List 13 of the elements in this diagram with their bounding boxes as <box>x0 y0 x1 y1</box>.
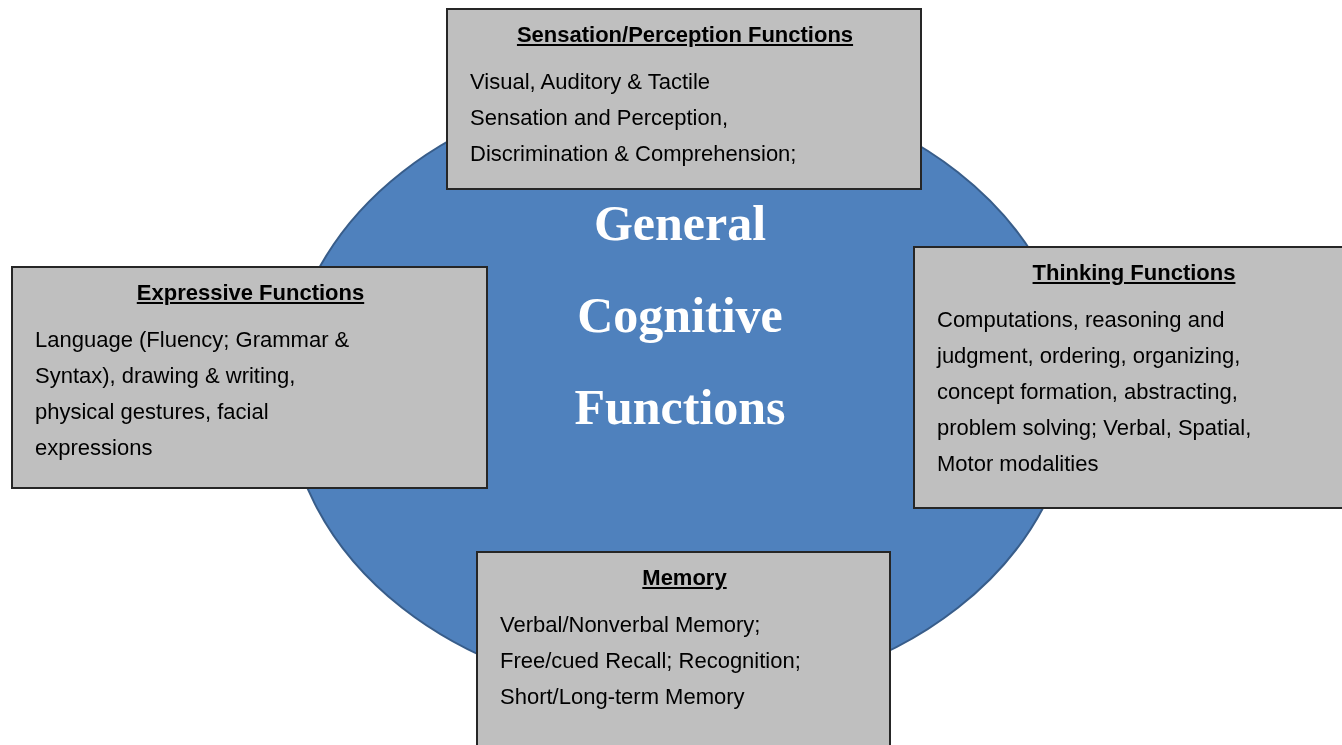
center-title: General Cognitive Functions <box>573 194 787 437</box>
box-text: Verbal/Nonverbal Memory; Free/cued Recall; Recognition; Short/Long-term Memory <box>500 611 802 711</box>
box-text: Visual, Auditory & Tactile Sensation and Perception, Discrimination & Comprehension; <box>470 68 798 168</box>
box-heading: Expressive Functions <box>135 280 366 306</box>
box-heading: Thinking Functions <box>1031 260 1237 286</box>
box-heading: Sensation/Perception Functions <box>515 22 855 48</box>
box-text: Language (Fluency; Grammar & Syntax), drawing & writing, physical gestures, facial expressions <box>35 326 351 462</box>
text-box <box>476 551 891 745</box>
box-text: Computations, reasoning and judgment, ordering, organizing, concept formation, abstracting, problem solving; Verbal, Spatial, Motor modalities <box>937 306 1253 478</box>
box-heading: Memory <box>641 565 728 591</box>
text-box <box>11 266 488 489</box>
text-box <box>446 8 922 190</box>
text-box <box>913 246 1342 509</box>
